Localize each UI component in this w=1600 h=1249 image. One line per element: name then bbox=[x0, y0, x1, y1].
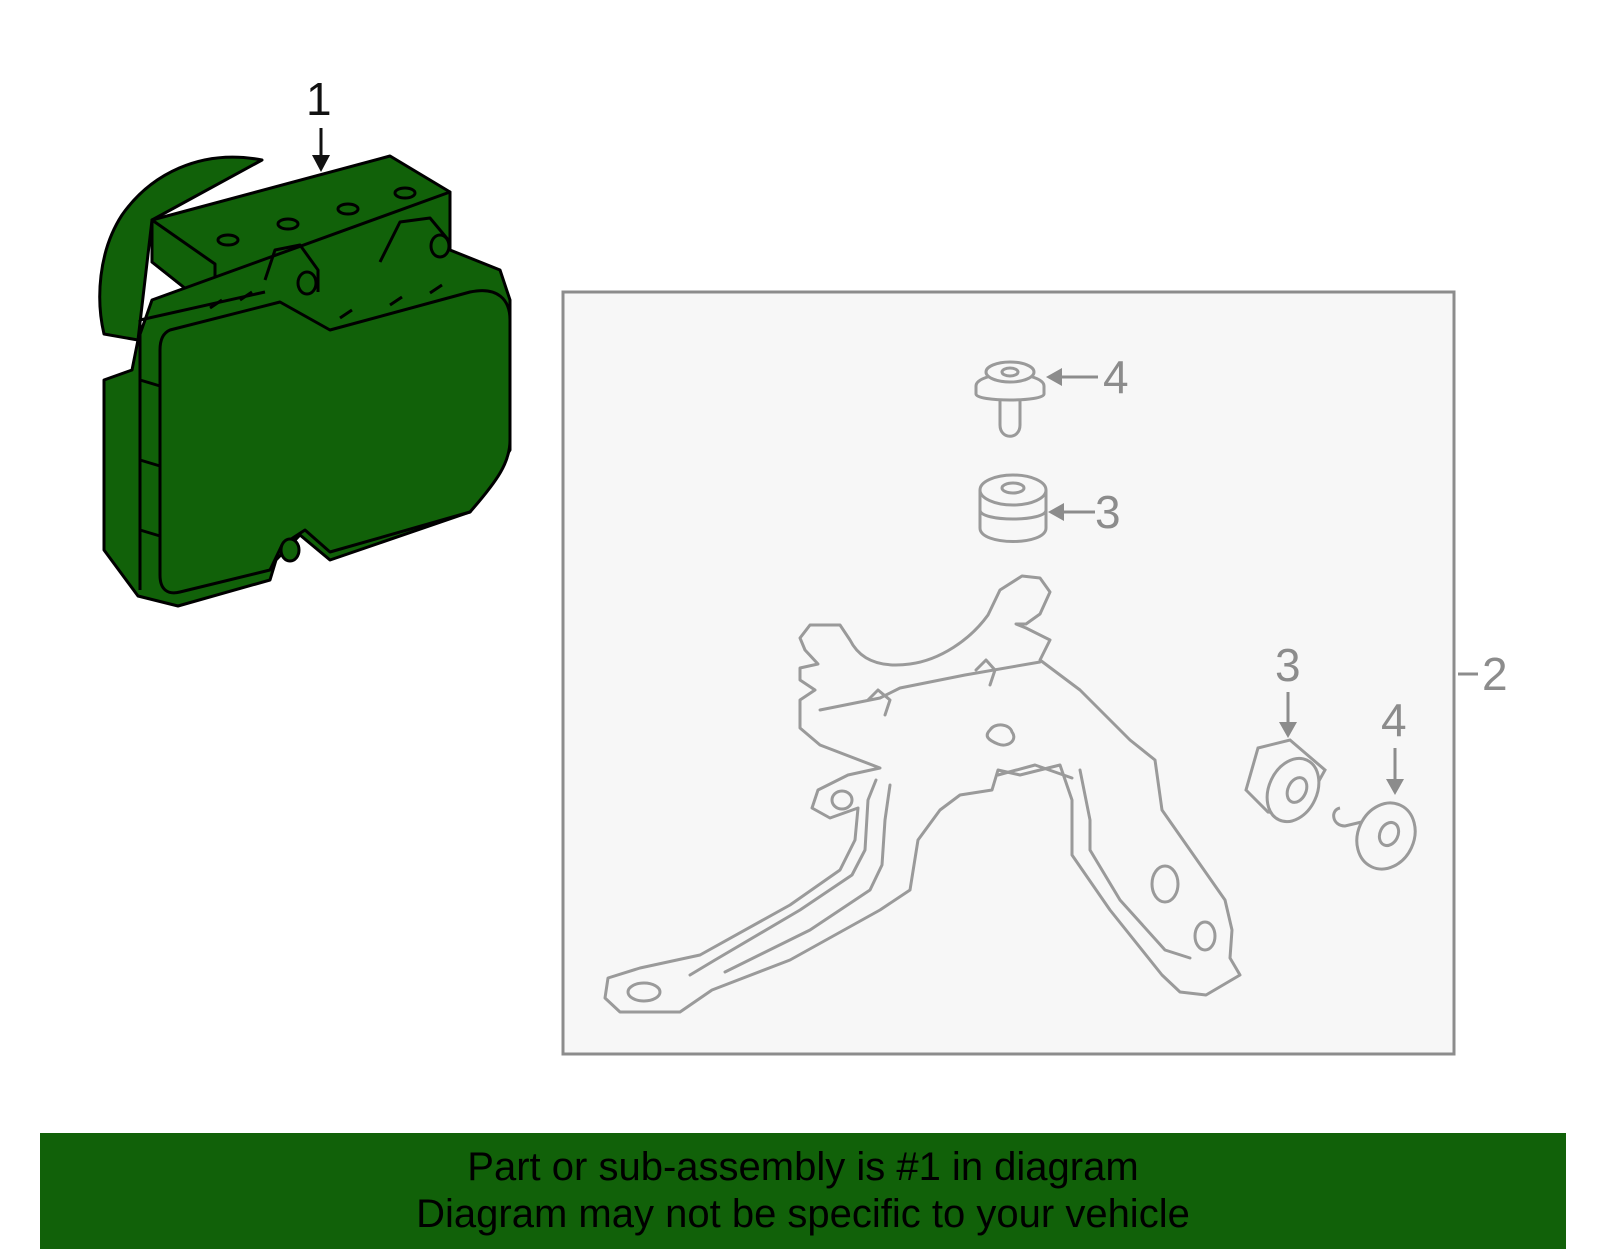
callout-part-1: 1 bbox=[306, 73, 332, 125]
callout-part-4-upper: 4 bbox=[1103, 351, 1129, 403]
footer-banner: Part or sub-assembly is #1 in diagram Di… bbox=[40, 1133, 1566, 1249]
callout-part-3-upper: 3 bbox=[1095, 486, 1121, 538]
bolt-lower[interactable] bbox=[1332, 793, 1426, 878]
callout-arrow-part-3-lower bbox=[1279, 692, 1297, 738]
footer-line-2: Diagram may not be specific to your vehi… bbox=[416, 1192, 1190, 1236]
callout-arrow-part-4-upper bbox=[1046, 368, 1098, 386]
callout-part-4-lower: 4 bbox=[1381, 694, 1407, 746]
callout-arrow-part-1 bbox=[312, 128, 330, 172]
callout-part-3-lower: 3 bbox=[1275, 639, 1301, 691]
bushing-lower[interactable] bbox=[1244, 738, 1329, 830]
mounting-bracket[interactable] bbox=[603, 574, 1242, 1014]
callout-arrow-part-4-lower bbox=[1386, 748, 1404, 795]
bushing-upper[interactable] bbox=[978, 473, 1048, 543]
callout-part-2: 2 bbox=[1482, 648, 1508, 700]
bolt-upper[interactable] bbox=[974, 360, 1046, 438]
abs-modulator-assembly[interactable] bbox=[98, 154, 512, 608]
callout-arrow-part-3-upper bbox=[1048, 503, 1095, 521]
footer-line-1: Part or sub-assembly is #1 in diagram bbox=[467, 1145, 1139, 1189]
